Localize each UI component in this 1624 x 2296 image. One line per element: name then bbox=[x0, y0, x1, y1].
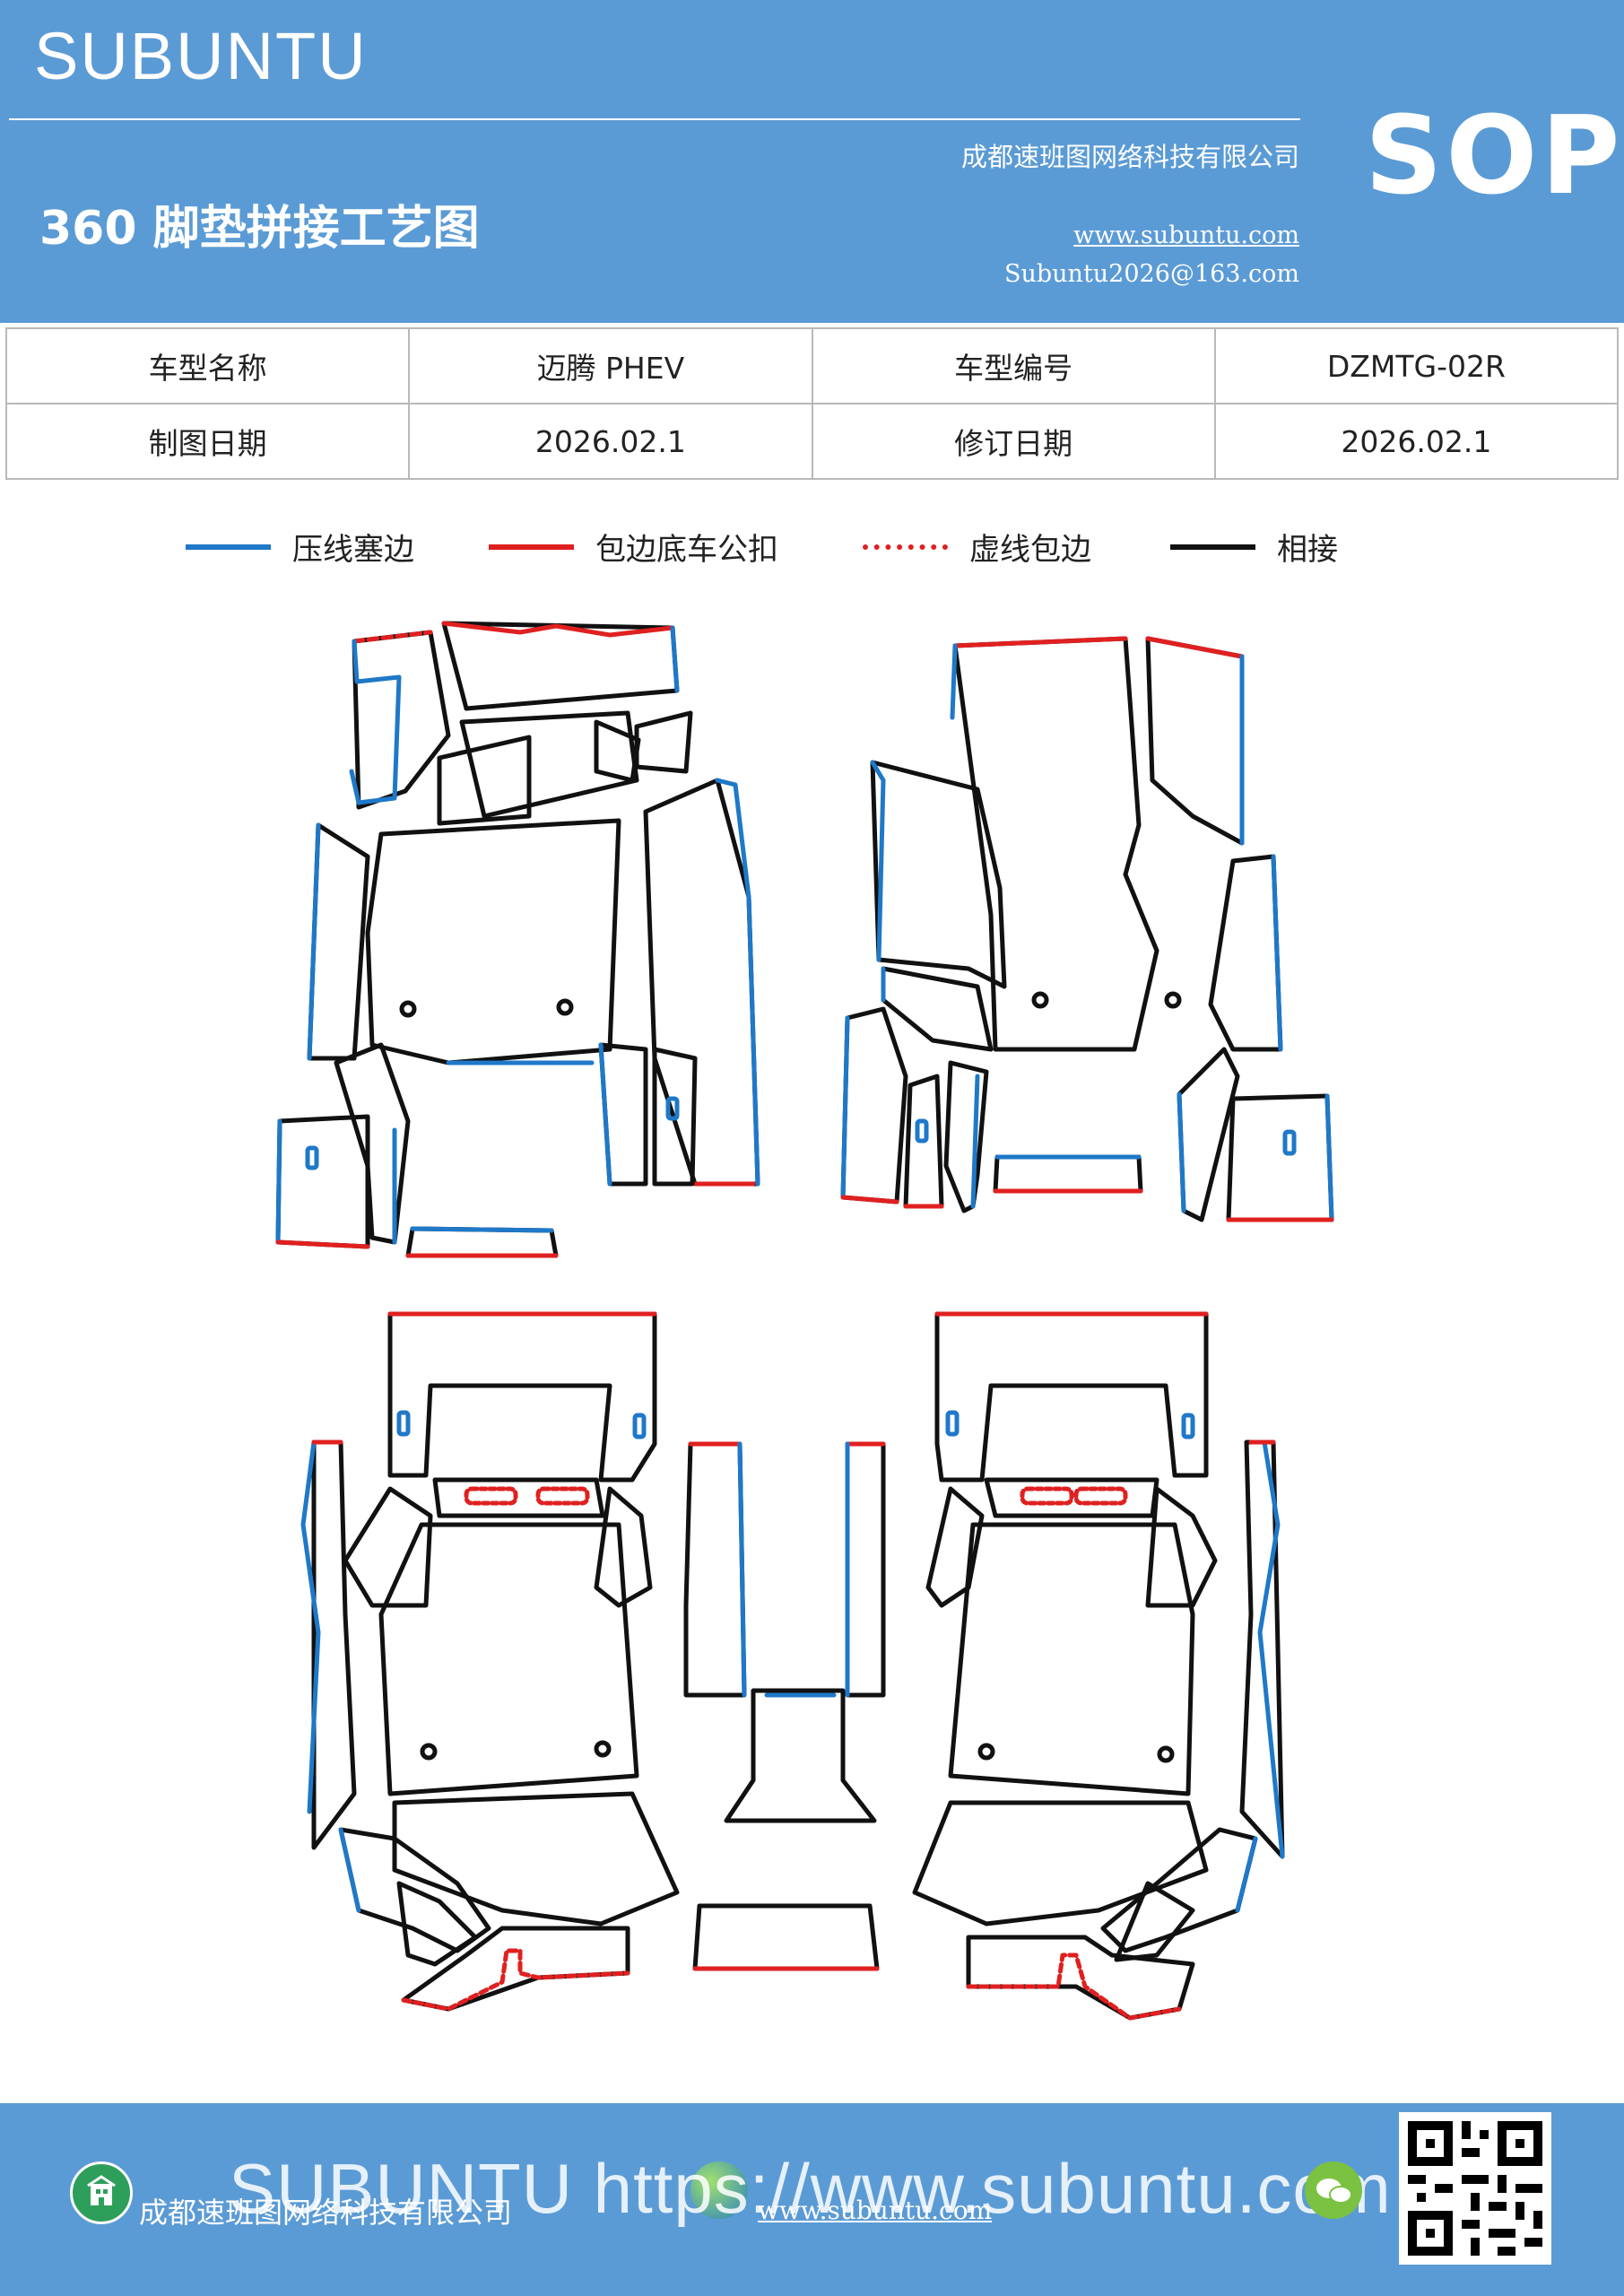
vehicle-info-table: 车型名称 迈腾 PHEV 车型编号 DZMTG-02R 制图日期 2026.02… bbox=[4, 327, 1620, 480]
rear-left-mat-group bbox=[300, 1311, 747, 2012]
page-title: 360 脚垫拼接工艺图 bbox=[39, 202, 480, 256]
legend-item-joint: 相接 bbox=[1170, 525, 1338, 569]
revise-date-value: 2026.02.1 bbox=[1213, 403, 1620, 480]
brand-logo: SUBUNTU bbox=[34, 19, 368, 93]
model-code-label: 车型编号 bbox=[811, 327, 1216, 404]
legend-label: 相接 bbox=[1277, 532, 1338, 568]
front-right-mat-group bbox=[840, 636, 1334, 1222]
building-icon bbox=[70, 2161, 133, 2224]
front-left-mat-group bbox=[275, 621, 760, 1258]
revise-date-label: 修订日期 bbox=[811, 403, 1216, 480]
wechat-icon bbox=[1305, 2161, 1362, 2219]
legend-label: 压线塞边 bbox=[292, 532, 414, 568]
email-address[interactable]: Subuntu2026@163.com bbox=[1004, 260, 1299, 288]
draw-date-value: 2026.02.1 bbox=[408, 403, 813, 480]
footer-watermark: SUBUNTU https://www.subuntu.com bbox=[229, 2149, 1392, 2228]
table-row: 制图日期 2026.02.1 修订日期 2026.02.1 bbox=[4, 403, 1620, 480]
line-legend: 压线塞边 包边底车公扣 虚线包边 相接 bbox=[0, 525, 1624, 578]
header-divider bbox=[9, 118, 1300, 120]
draw-date-label: 制图日期 bbox=[4, 403, 411, 480]
header-banner bbox=[0, 0, 1624, 323]
legend-swatch bbox=[186, 544, 271, 550]
footer-company-name: 成都速班图网络科技有限公司 bbox=[139, 2196, 513, 2230]
footer-website-link[interactable]: www.subuntu.com bbox=[758, 2196, 993, 2225]
legend-swatch bbox=[1170, 544, 1255, 550]
floor-mat-diagram bbox=[275, 621, 1334, 2021]
globe-icon bbox=[690, 2161, 748, 2219]
legend-item-press-line: 压线塞边 bbox=[186, 525, 414, 569]
legend-label: 虚线包边 bbox=[969, 532, 1091, 568]
legend-label: 包边底车公扣 bbox=[595, 532, 778, 568]
sop-badge: SOP bbox=[1365, 94, 1624, 219]
center-console-mat bbox=[692, 1441, 886, 1971]
legend-item-dotted-edge: 虚线包边 bbox=[863, 525, 1091, 569]
model-name-label: 车型名称 bbox=[4, 327, 411, 404]
company-name: 成都速班图网络科技有限公司 bbox=[960, 142, 1299, 172]
website-link[interactable]: www.subuntu.com bbox=[1073, 222, 1299, 249]
legend-swatch bbox=[489, 544, 574, 550]
model-code-value: DZMTG-02R bbox=[1213, 327, 1620, 404]
table-row: 车型名称 迈腾 PHEV 车型编号 DZMTG-02R bbox=[4, 327, 1620, 404]
model-name-value: 迈腾 PHEV bbox=[408, 327, 813, 404]
rear-right-mat-group bbox=[912, 1311, 1285, 2021]
legend-swatch bbox=[863, 544, 948, 550]
qr-code-icon bbox=[1399, 2112, 1551, 2265]
legend-item-edge-clip: 包边底车公扣 bbox=[489, 525, 778, 569]
